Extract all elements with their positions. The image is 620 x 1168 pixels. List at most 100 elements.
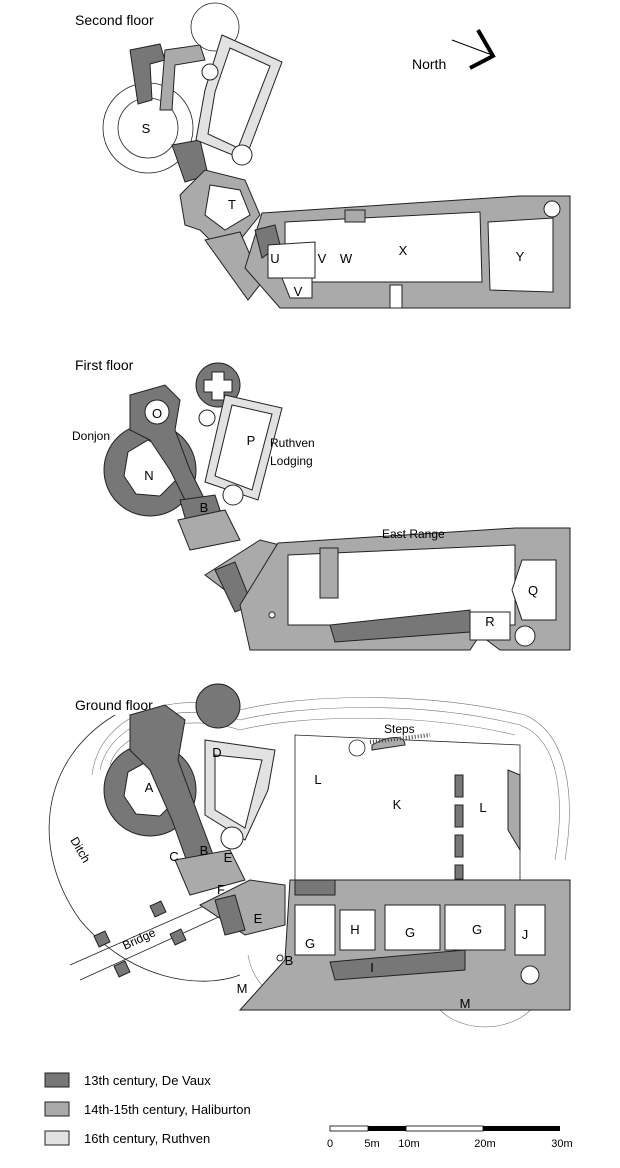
room-label-i: I xyxy=(370,960,374,975)
east-range-hall xyxy=(287,544,516,626)
room-label-k: K xyxy=(393,797,402,812)
legend-swatch-haliburton xyxy=(44,1101,70,1117)
de-vaux-wall xyxy=(214,894,246,936)
room-label-p: P xyxy=(247,433,256,448)
legend-swatch-de-vaux xyxy=(44,1072,70,1088)
room-label-t: T xyxy=(228,197,236,212)
room-label-x: X xyxy=(399,243,408,258)
room-label-v-lower: V xyxy=(294,284,303,299)
room-label-b: B xyxy=(200,843,209,858)
east-range-label: East Range xyxy=(382,527,445,541)
room-label-g: G xyxy=(305,936,315,951)
stair-icon xyxy=(201,63,219,81)
bridge-label: Bridge xyxy=(120,925,158,952)
scale-segment xyxy=(329,1125,369,1132)
room-j xyxy=(514,904,546,956)
room-label-g-east: G xyxy=(472,922,482,937)
doorway xyxy=(389,284,403,309)
legend: 13th century, De Vaux 14th-15th century,… xyxy=(44,1072,251,1146)
well-outline xyxy=(348,739,366,757)
legend-swatch-ruthven xyxy=(44,1130,70,1146)
room-label-h: H xyxy=(350,922,359,937)
room-label-m-east: M xyxy=(460,996,471,1011)
scale-segment xyxy=(405,1125,484,1132)
scale-tick-5m: 5m xyxy=(364,1138,379,1150)
north-label: North xyxy=(412,56,446,72)
de-vaux-wall xyxy=(329,949,466,981)
legend-label-de-vaux: 13th century, De Vaux xyxy=(84,1073,211,1088)
scale-tick-10m: 10m xyxy=(398,1138,419,1150)
well-icon xyxy=(276,954,284,962)
de-vaux-wall xyxy=(329,609,471,643)
scale-segment xyxy=(483,1126,560,1131)
room-t xyxy=(204,184,251,231)
tower-outline-north xyxy=(190,2,240,52)
lodging-label: Lodging xyxy=(270,454,313,468)
first-floor-plan: First floor O P N B Q R Donjon Ruthven L… xyxy=(72,357,571,651)
room-g-west xyxy=(294,904,336,956)
room-label-d: D xyxy=(212,745,221,760)
steps-label: Steps xyxy=(384,722,415,736)
room-label-o: O xyxy=(152,406,162,421)
room-o xyxy=(144,399,170,425)
bridge-edge xyxy=(79,904,246,981)
pillar xyxy=(454,774,464,798)
scale-tick-30m: 30m xyxy=(551,1138,572,1150)
well-icon xyxy=(268,611,276,619)
ground-floor-title: Ground floor xyxy=(75,697,153,713)
de-vaux-wall xyxy=(294,879,336,896)
ground-floor-plan: Ground floor xyxy=(48,683,571,1028)
stair-icon xyxy=(514,625,536,647)
room-h xyxy=(339,909,376,951)
room-label-f: F xyxy=(217,882,225,897)
second-floor-plan: Second floor S T U V W X Y V xyxy=(75,2,571,309)
room-g-east xyxy=(444,904,506,951)
window-embrasure xyxy=(344,209,366,223)
room-label-b: B xyxy=(200,500,209,515)
room-label-l: L xyxy=(314,772,321,787)
north-arrow-head-icon xyxy=(469,29,496,70)
room-q xyxy=(511,559,557,621)
north-arrow-line xyxy=(451,39,493,56)
scale-bar: 0 5m 10m 20m 30m xyxy=(327,1125,573,1150)
room-label-l-east: L xyxy=(479,800,486,815)
steps-platform xyxy=(371,737,406,751)
partition-wall xyxy=(319,547,339,599)
second-floor-title: Second floor xyxy=(75,12,154,28)
room-label-m: M xyxy=(237,981,248,996)
bridge-pier xyxy=(149,900,167,918)
ruthven-lodging-room xyxy=(207,47,271,149)
ditch-label: Ditch xyxy=(67,835,93,866)
stair-icon xyxy=(520,965,540,985)
stair-icon xyxy=(543,200,561,218)
bridge-pier xyxy=(169,928,187,946)
room-d xyxy=(214,754,263,829)
pillar xyxy=(454,864,464,880)
room-label-s: S xyxy=(142,121,151,136)
room-label-a: A xyxy=(145,780,154,795)
stair-icon xyxy=(198,409,216,427)
haliburton-wall xyxy=(177,509,241,551)
bridge-pier xyxy=(93,930,111,948)
pillar xyxy=(454,834,464,858)
scale-tick-0: 0 xyxy=(327,1138,333,1150)
room-label-u: U xyxy=(270,251,279,266)
haliburton-wall xyxy=(507,769,521,852)
room-label-r: R xyxy=(485,614,494,629)
bridge-pier xyxy=(113,960,131,978)
scale-tick-20m: 20m xyxy=(474,1138,495,1150)
room-label-e-lower: E xyxy=(254,911,263,926)
de-vaux-wall xyxy=(129,43,166,105)
room-v-lower xyxy=(281,277,313,299)
room-label-b-lower: B xyxy=(285,953,294,968)
room-g-middle xyxy=(384,904,441,951)
round-tower xyxy=(195,683,241,729)
haliburton-wall xyxy=(159,44,206,111)
haliburton-wall xyxy=(174,849,246,896)
stair-icon xyxy=(222,484,244,506)
room-label-c: C xyxy=(169,849,178,864)
room-label-n: N xyxy=(144,468,153,483)
room-label-j: J xyxy=(522,927,529,942)
scale-segment xyxy=(368,1126,406,1131)
